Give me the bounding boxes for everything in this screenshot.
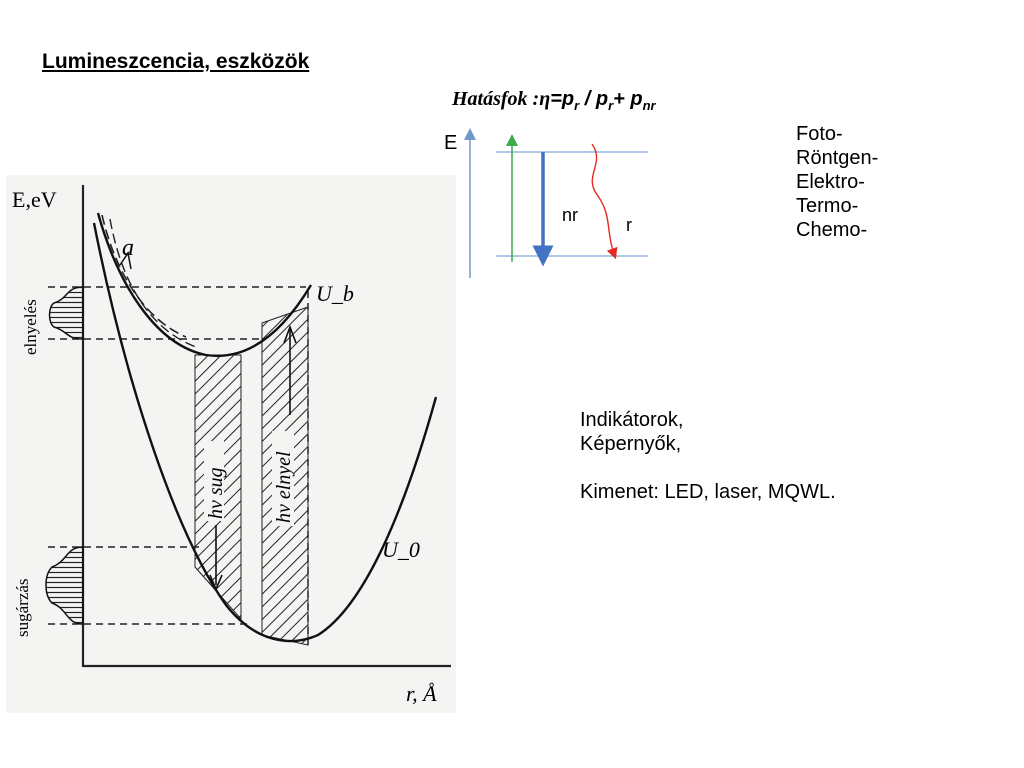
- energy-level-diagram: E nr r: [444, 128, 648, 278]
- method-item: Chemo-: [796, 219, 868, 241]
- formula-plus: + p: [613, 88, 643, 110]
- emission-transition-label: hν sug: [205, 467, 227, 519]
- upper-potential-curve: [96, 212, 313, 358]
- method-item: Termo-: [796, 195, 859, 217]
- formula-sub-r1: r: [574, 98, 580, 113]
- nr-label: nr: [562, 205, 578, 225]
- lower-potential-curve: [92, 222, 438, 643]
- radiative-arrow: [591, 143, 618, 260]
- absorption-band-label: elnyelés: [21, 299, 40, 355]
- application-item: Indikátorok,: [580, 409, 684, 431]
- formula-sub-nr: nr: [642, 98, 656, 113]
- energy-axis-label: E: [444, 132, 457, 154]
- excitation-methods-list: Foto- Röntgen- Elektro- Termo- Chemo-: [796, 122, 878, 242]
- emission-band-label: sugárzás: [13, 578, 32, 637]
- absorption-band-profile: [48, 286, 84, 340]
- method-item: Elektro-: [796, 171, 865, 193]
- y-axis-label: E,eV: [12, 187, 57, 212]
- formula-sub-r2: r: [608, 98, 614, 113]
- alpha-label: a: [122, 235, 134, 261]
- emission-band-profile: [45, 546, 84, 625]
- x-axis-label: r, Å: [406, 681, 437, 706]
- application-item: Képernyők,: [580, 433, 682, 455]
- relaxation-dashed-path: [109, 218, 197, 348]
- transition-label-background: [204, 441, 224, 521]
- efficiency-formula: Hatásfok :η=pr / pr+ pnr: [452, 88, 656, 113]
- emission-down-arrow: [209, 574, 223, 592]
- applications-list: Indikátorok, Képernyők, Kimenet: LED, la…: [580, 408, 836, 504]
- slide-title: Lumineszcencia, eszközök: [42, 50, 310, 73]
- method-item: Röntgen-: [796, 147, 879, 169]
- upper-curve-label: U_b: [316, 281, 354, 306]
- application-spacer: [580, 456, 836, 480]
- absorption-transition-label: hν elnyel: [273, 451, 295, 523]
- formula-label: Hatásfok :: [452, 88, 540, 110]
- configuration-coordinate-diagram: E,eV r, Å a U_b U_0 elnyelés sugárzás hν…: [6, 175, 456, 713]
- formula-slash: / p: [579, 88, 609, 110]
- formula-eq: =p: [550, 88, 575, 110]
- method-item: Foto-: [796, 123, 843, 145]
- transition-label-background: [272, 431, 294, 526]
- application-item: Kimenet: LED, laser, MQWL.: [580, 481, 836, 503]
- lower-curve-label: U_0: [382, 537, 420, 562]
- formula-eta: η: [539, 88, 551, 110]
- r-label: r: [626, 215, 632, 235]
- relaxation-arrow: [119, 251, 132, 270]
